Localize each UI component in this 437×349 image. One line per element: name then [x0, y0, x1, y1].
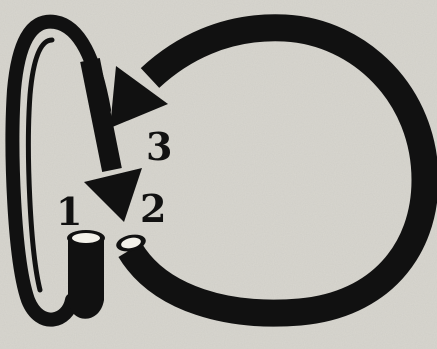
label-3: 3: [146, 124, 172, 169]
tube-1-body: [68, 238, 104, 319]
tube-1-opening-inner: [72, 233, 100, 243]
label-2: 2: [140, 186, 166, 231]
label-1: 1: [56, 189, 82, 234]
